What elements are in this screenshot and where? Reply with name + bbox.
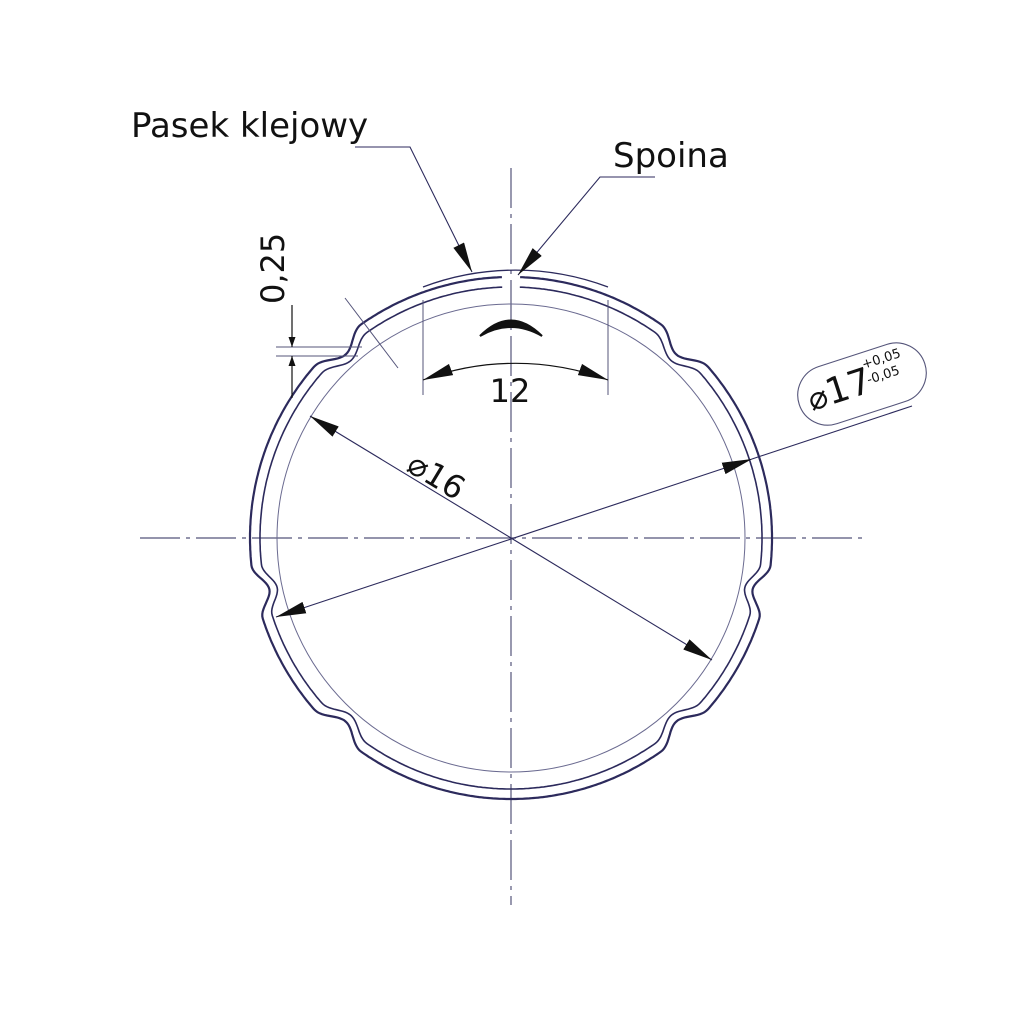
outer-diameter-frame [797, 342, 927, 426]
inner-diameter-label: ⌀16 [401, 444, 472, 507]
strip-width-dim-arc [422, 362, 609, 381]
outer-diameter-leader [751, 405, 913, 460]
strip-width-dimension [422, 300, 609, 395]
outer-diameter-dimension: ⌀17 +0,05 -0,05 [275, 342, 927, 618]
outer-diameter-label: ⌀17 +0,05 -0,05 [803, 346, 903, 418]
strip-width-value: 12 [490, 372, 531, 410]
weld-leader [517, 176, 655, 276]
thickness-ref-line [344, 297, 399, 369]
adhesive-strip-label: Pasek klejowy [131, 106, 368, 146]
outer-diameter-line [275, 458, 753, 618]
leaders [355, 146, 655, 276]
inner-contour [259, 286, 763, 790]
outer-contour [248, 276, 774, 801]
adhesive-strip-arc [422, 269, 609, 288]
weld-label: Spoina [613, 136, 729, 176]
wall-thickness-value: 0,25 [254, 233, 292, 304]
wall-thickness-dimension [276, 297, 399, 398]
arc-length-symbol [479, 319, 543, 337]
center-lines [140, 168, 865, 905]
adhesive-strip-leader [355, 146, 473, 273]
